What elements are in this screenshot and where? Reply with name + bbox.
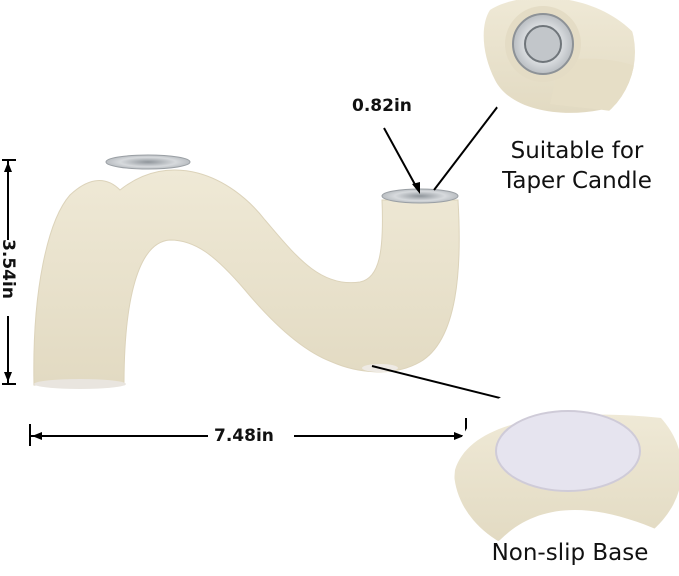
non-slip-pad bbox=[495, 410, 641, 492]
holder-body bbox=[33, 169, 460, 386]
non-slip-base-caption: Non-slip Base bbox=[491, 540, 649, 566]
taper-candle-caption: Suitable for Taper Candle bbox=[502, 138, 652, 194]
cup-closeup-inset bbox=[475, 0, 635, 132]
base-closeup-inset bbox=[454, 380, 679, 560]
candle-holder bbox=[33, 154, 460, 389]
height-label: 3.54in bbox=[0, 239, 18, 299]
opening-label: 0.82in bbox=[352, 96, 412, 116]
base-foot bbox=[34, 379, 126, 389]
width-label: 7.48in bbox=[214, 426, 274, 446]
top-left-cup bbox=[105, 154, 191, 170]
